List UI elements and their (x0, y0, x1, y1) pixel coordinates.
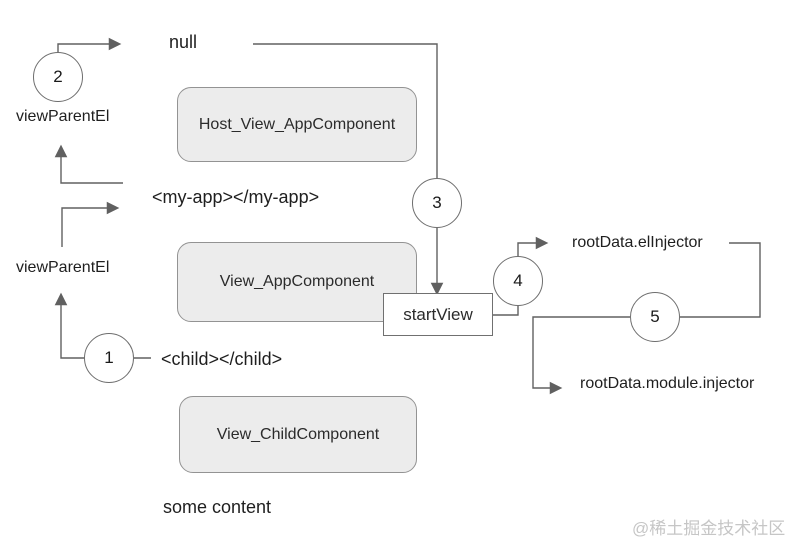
child-tag-label: <child></child> (161, 349, 283, 369)
arrow-step4-to-elinjector (517, 236, 549, 256)
null-label: null (169, 32, 198, 52)
step-1-number: 1 (104, 348, 114, 367)
line-startview-to-step4 (492, 306, 519, 316)
rootdata-module-injector-label: rootData.module.injector (580, 375, 755, 392)
watermark: @稀土掘金技术社区 (632, 519, 786, 538)
view-appcomponent-box: View_AppComponent (177, 242, 417, 322)
arrow-viewparentel-mid-to-myapp (61, 201, 120, 247)
arrow-step1-to-viewparentel-mid (54, 292, 84, 359)
step-circle-2: 2 (33, 52, 83, 102)
host-view-appcomponent-label: Host_View_AppComponent (198, 115, 396, 133)
rootdata-elinjector-label: rootData.elInjector (572, 234, 703, 251)
startview-label: startView (403, 304, 473, 324)
startview-box: startView (383, 293, 493, 336)
arrow-step2-to-null (57, 37, 122, 52)
arrow-myapp-to-viewparentel-top (54, 144, 123, 184)
my-app-tag-label: <my-app></my-app> (152, 187, 320, 207)
line-elinjector-to-step5 (680, 242, 761, 318)
step-5-number: 5 (650, 307, 660, 326)
view-childcomponent-box: View_ChildComponent (179, 396, 417, 473)
step-circle-5: 5 (630, 292, 680, 342)
step-2-number: 2 (53, 67, 63, 86)
step-circle-1: 1 (84, 333, 134, 383)
viewparentel-label-mid: viewParentEl (16, 259, 110, 276)
host-view-appcomponent-box: Host_View_AppComponent (177, 87, 417, 162)
step-4-number: 4 (513, 271, 523, 290)
step-3-number: 3 (432, 193, 442, 212)
viewparentel-label-top: viewParentEl (16, 108, 110, 125)
view-appcomponent-label: View_AppComponent (219, 273, 375, 290)
some-content-label: some content (163, 497, 272, 517)
step-circle-3: 3 (412, 178, 462, 228)
step-circle-4: 4 (493, 256, 543, 306)
view-childcomponent-label: View_ChildComponent (216, 425, 380, 443)
